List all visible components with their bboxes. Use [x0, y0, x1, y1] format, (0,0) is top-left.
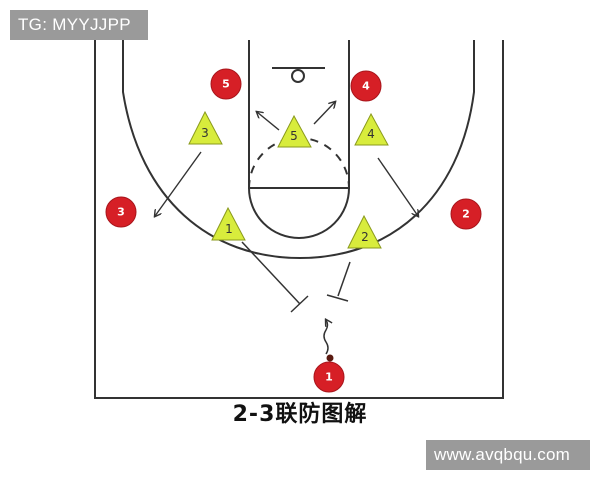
- defense-player-5-label: 5: [290, 129, 298, 143]
- defense-player-3-label: 3: [201, 126, 209, 140]
- offense-player-1: 1: [313, 354, 345, 393]
- watermark-bottom: www.avqbqu.com: [426, 440, 590, 470]
- arrow-defender5-right: [313, 102, 335, 125]
- arrow-defender4-to-wing: [377, 157, 418, 216]
- offense-player-1-label: 1: [325, 371, 333, 384]
- arrow-defender5-left: [257, 112, 280, 131]
- offense-player-5: 5: [210, 68, 242, 100]
- screen-line-left: [241, 241, 301, 305]
- defense-player-2: 2: [347, 214, 382, 249]
- offense-player-3-label: 3: [117, 206, 125, 219]
- defense-player-4-label: 4: [367, 127, 375, 141]
- offense-player-3: 3: [105, 196, 137, 228]
- free-throw-circle-solid: [248, 187, 350, 239]
- dribble-path: [323, 320, 328, 355]
- defense-player-5: 5: [277, 114, 312, 148]
- arrow-defender3-to-corner: [155, 151, 202, 216]
- screen-line-right: [337, 261, 351, 297]
- paint-key: [248, 40, 350, 189]
- three-point-line: [122, 40, 475, 260]
- basket-rim: [291, 69, 305, 83]
- defense-player-1: 1: [211, 206, 246, 241]
- screen-cap-left: [290, 295, 309, 313]
- screen-cap-right: [326, 294, 349, 302]
- defense-player-3: 3: [188, 110, 223, 145]
- defense-player-4: 4: [354, 112, 389, 146]
- offense-player-2: 2: [450, 198, 482, 230]
- offense-player-4: 4: [350, 70, 382, 102]
- offense-player-4-label: 4: [362, 80, 370, 93]
- offense-player-5-label: 5: [222, 78, 230, 91]
- offense-player-2-label: 2: [462, 208, 470, 221]
- watermark-top: TG: MYYJJPP: [10, 10, 148, 40]
- court-boundary: [94, 40, 504, 399]
- diagram-caption: 2-3联防图解: [232, 402, 368, 427]
- defense-player-1-label: 1: [225, 222, 233, 236]
- defense-player-2-label: 2: [361, 230, 369, 244]
